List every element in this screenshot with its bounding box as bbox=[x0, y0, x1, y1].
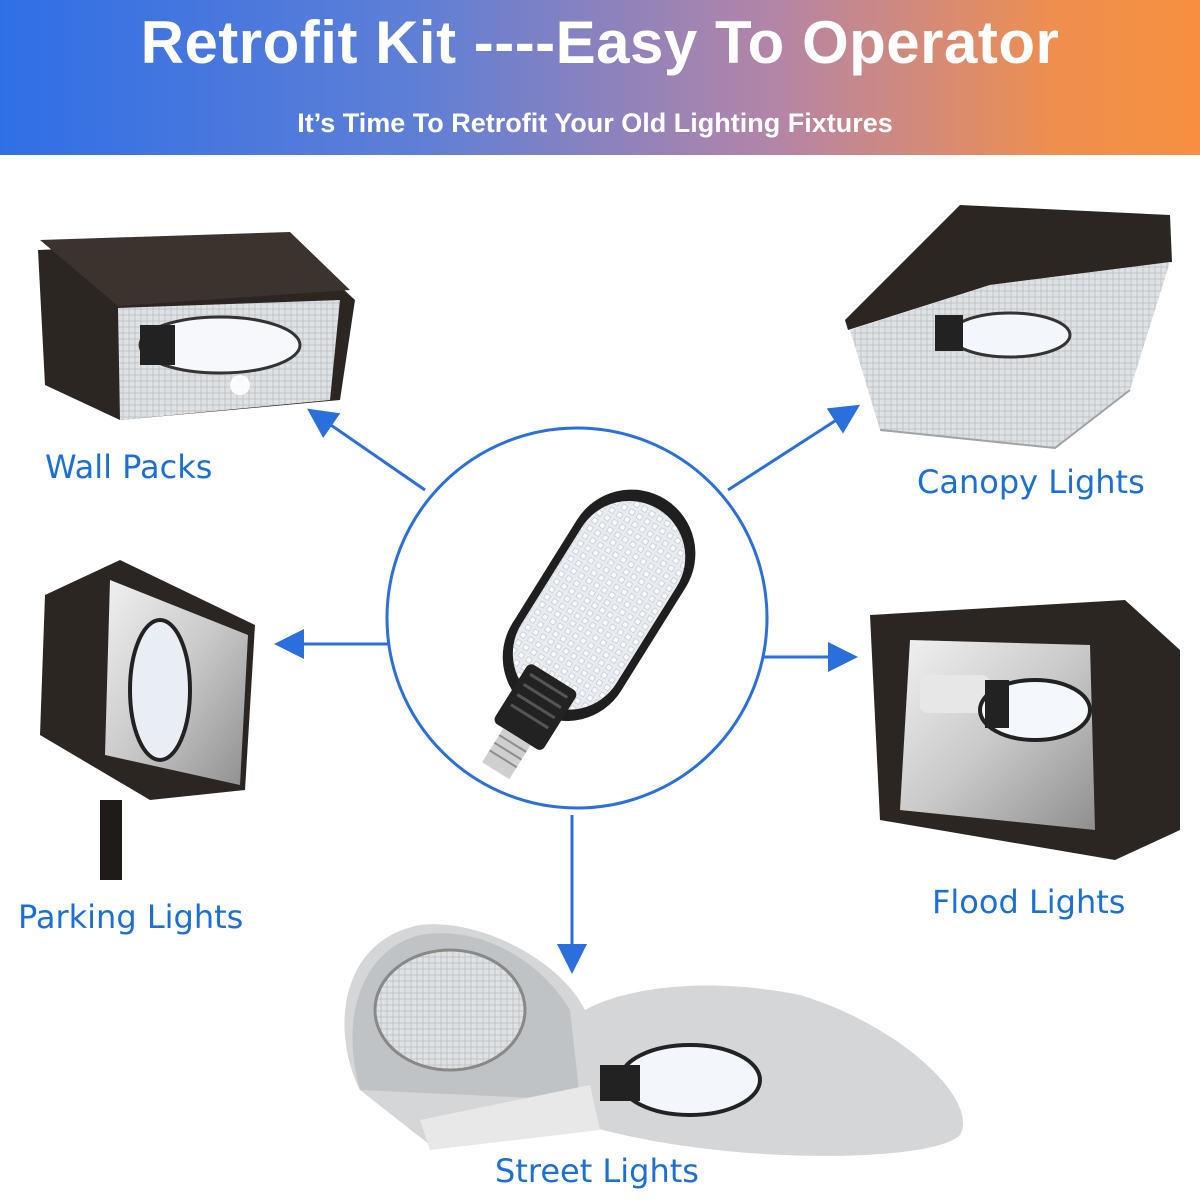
arrow-to-canopy-lights bbox=[727, 404, 861, 492]
label-parking-lights: Parking Lights bbox=[18, 898, 244, 936]
header-banner: Retrofit Kit ----Easy To Operator It’s T… bbox=[0, 0, 1200, 155]
label-flood-lights: Flood Lights bbox=[932, 883, 1126, 921]
led-retrofit-bulb-icon bbox=[482, 489, 696, 780]
arrow-to-wall-packs bbox=[307, 408, 426, 492]
flood-light-icon bbox=[870, 600, 1180, 860]
page-title: Retrofit Kit ----Easy To Operator bbox=[140, 9, 1060, 76]
label-wall-packs: Wall Packs bbox=[45, 448, 213, 486]
street-light-icon bbox=[344, 924, 964, 1156]
parking-light-icon bbox=[40, 560, 255, 880]
wall-pack-icon bbox=[38, 232, 355, 420]
center-circle bbox=[385, 426, 769, 810]
label-canopy-lights: Canopy Lights bbox=[917, 463, 1145, 501]
canopy-light-icon bbox=[845, 205, 1172, 450]
label-street-lights: Street Lights bbox=[495, 1152, 699, 1190]
page-subtitle: It’s Time To Retrofit Your Old Lighting … bbox=[297, 108, 893, 138]
